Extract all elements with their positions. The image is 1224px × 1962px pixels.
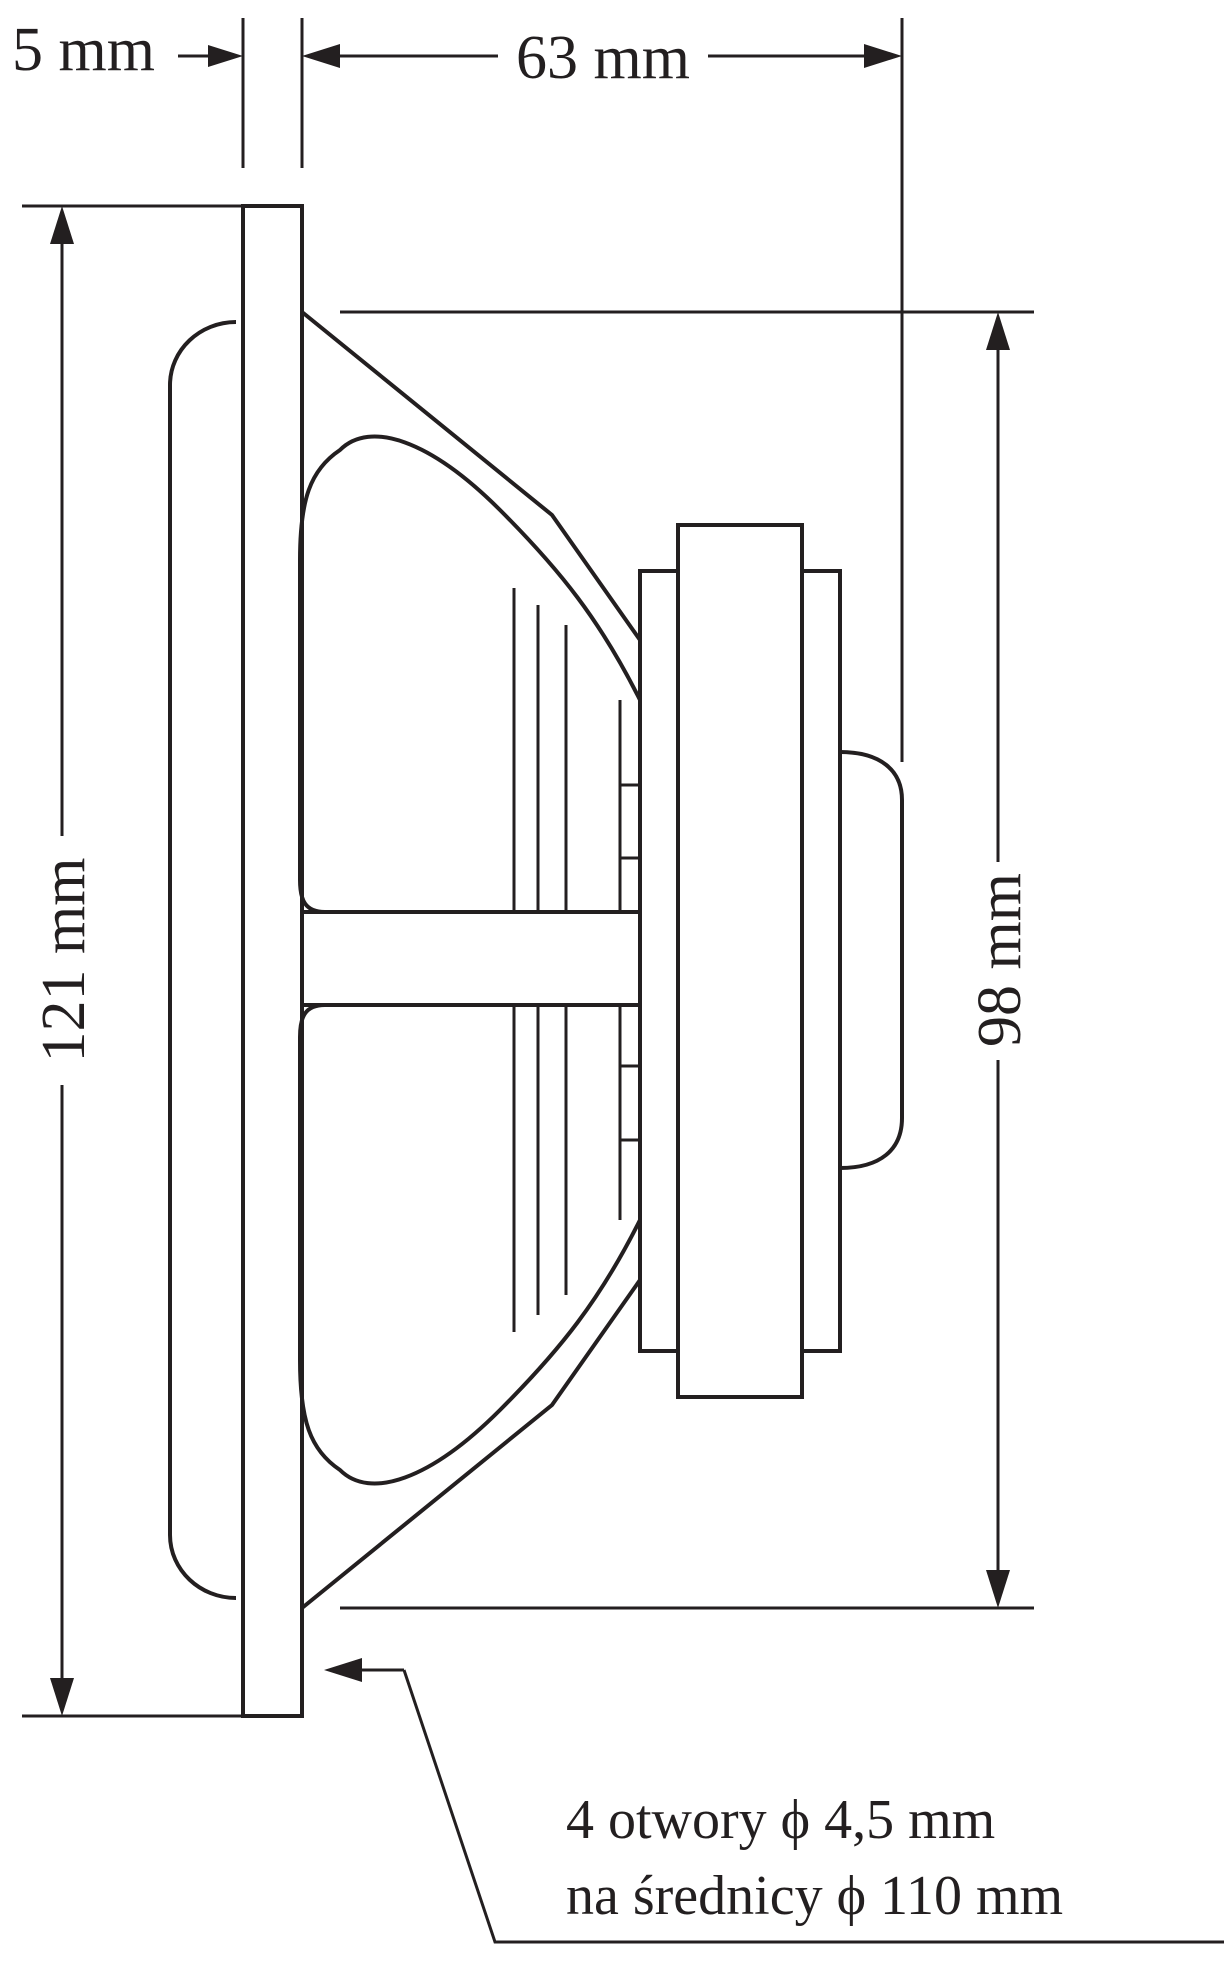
arrowhead-depth-left xyxy=(302,44,340,68)
pole-piece-cap xyxy=(839,750,904,1170)
arrowhead-height-bottom xyxy=(50,1678,74,1716)
speaker-surround xyxy=(168,320,237,1600)
arrowhead-flange xyxy=(208,45,243,67)
magnet-back-plate xyxy=(800,569,842,1353)
dimension-depth: 63 mm xyxy=(302,18,904,762)
basket-window-lower xyxy=(298,1003,642,1486)
voice-coil-notches-upper xyxy=(620,783,640,860)
magnet-ring xyxy=(676,523,804,1399)
leader-arrowhead xyxy=(324,1658,362,1682)
speaker-body xyxy=(168,204,904,1718)
arrowhead-cone-top xyxy=(986,312,1010,350)
dimension-flange-thickness: 5 mm xyxy=(12,16,304,168)
depth-label: 63 mm xyxy=(516,24,690,92)
outer-height-label: 121 mm xyxy=(30,858,98,1063)
basket-spoke-center xyxy=(302,910,640,1007)
dimension-cone-height: 98 mm xyxy=(340,310,1034,1610)
mounting-holes-note-line2: na średnicy ϕ 110 mm xyxy=(566,1865,1063,1927)
basket-frame-outer xyxy=(300,310,642,1610)
arrowhead-depth-right xyxy=(864,44,902,68)
voice-coil-notches-lower xyxy=(620,1064,640,1142)
arrowhead-cone-bottom xyxy=(986,1570,1010,1608)
mounting-holes-callout: 4 otwory ϕ 4,5 mm na średnicy ϕ 110 mm xyxy=(324,1658,1224,1944)
mounting-holes-note-line1: 4 otwory ϕ 4,5 mm xyxy=(566,1789,995,1851)
flange-thickness-label: 5 mm xyxy=(12,16,155,84)
arrowhead-height-top xyxy=(50,206,74,244)
basket-window-upper xyxy=(298,434,642,914)
magnet-front-plate xyxy=(638,569,680,1353)
mounting-flange xyxy=(241,204,304,1718)
leader-line xyxy=(402,1669,1224,1944)
dimension-outer-height: 121 mm xyxy=(22,204,243,1718)
cone-height-label: 98 mm xyxy=(966,873,1034,1047)
